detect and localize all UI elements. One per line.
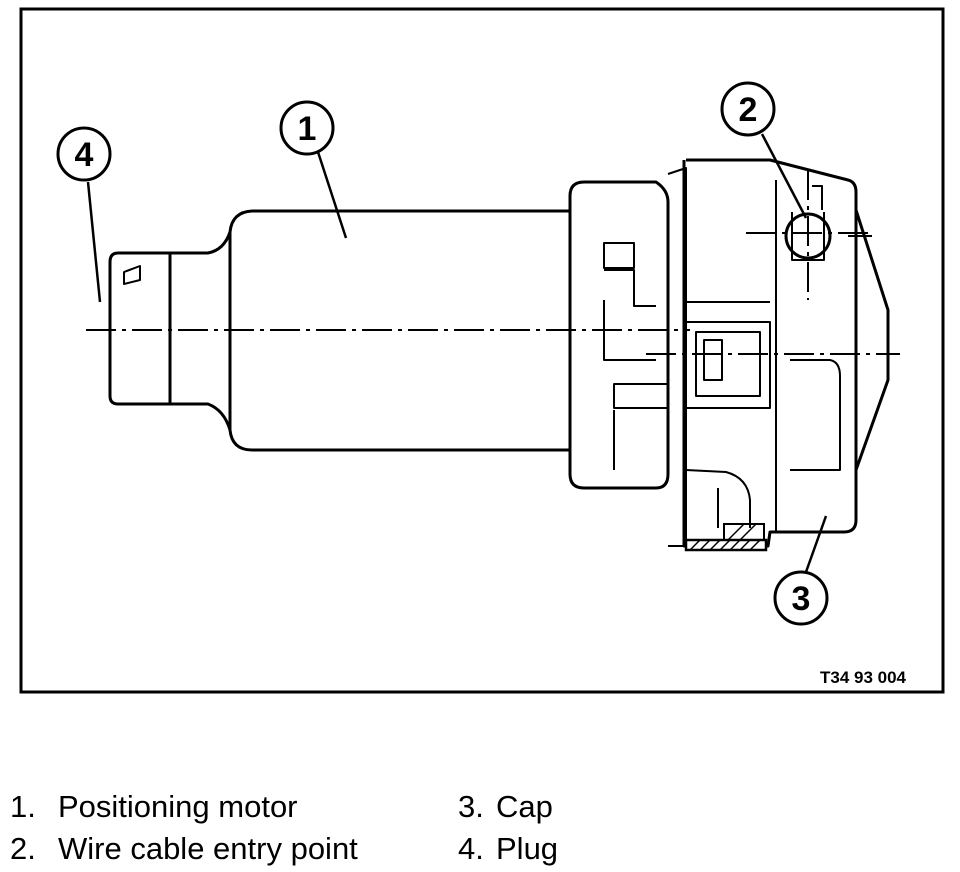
callout-3-label: 3 — [792, 580, 811, 618]
callout-1-label: 1 — [298, 110, 317, 148]
diagram-figure: 1 2 3 4 T34 93 004 — [19, 7, 945, 694]
legend-right-column: 3. Cap 4. Plug — [458, 786, 558, 870]
legend-number: 3. — [458, 789, 484, 824]
callout-3: 3 — [773, 570, 829, 626]
legend-number: 2. — [10, 831, 36, 866]
legend-label: Cap — [496, 789, 553, 824]
legend-label: Positioning motor — [58, 789, 298, 824]
legend-left-column: 1. Positioning motor 2. Wire cable entry p… — [10, 786, 358, 870]
callout-1: 1 — [279, 100, 335, 156]
legend-item-cap: 3. Cap — [458, 786, 558, 828]
leader-lines — [86, 133, 828, 573]
plug-body — [108, 251, 172, 406]
legend-item-plug: 4. Plug — [458, 828, 558, 870]
callout-2: 2 — [720, 81, 776, 137]
legend-number: 1. — [10, 789, 36, 824]
callout-2-label: 2 — [739, 91, 758, 129]
figure-border — [19, 7, 945, 694]
plug-tab — [123, 265, 141, 285]
gear-housing — [682, 158, 858, 548]
legend-item-positioning-motor: 1. Positioning motor — [10, 786, 358, 828]
figure-code: T34 93 004 — [820, 668, 907, 687]
legend-label: Wire cable entry point — [58, 831, 358, 866]
motor-drawing — [108, 158, 890, 548]
legend-item-wire-cable-entry: 2. Wire cable entry point — [10, 828, 358, 870]
motor-flange — [568, 180, 670, 490]
center-lines — [86, 170, 900, 355]
hatched-seal — [684, 523, 768, 552]
legend-label: Plug — [496, 831, 559, 866]
callout-4: 4 — [56, 126, 112, 182]
legend-number: 4. — [458, 831, 484, 866]
wire-entry-ring — [784, 212, 832, 260]
callout-4-label: 4 — [75, 136, 94, 174]
